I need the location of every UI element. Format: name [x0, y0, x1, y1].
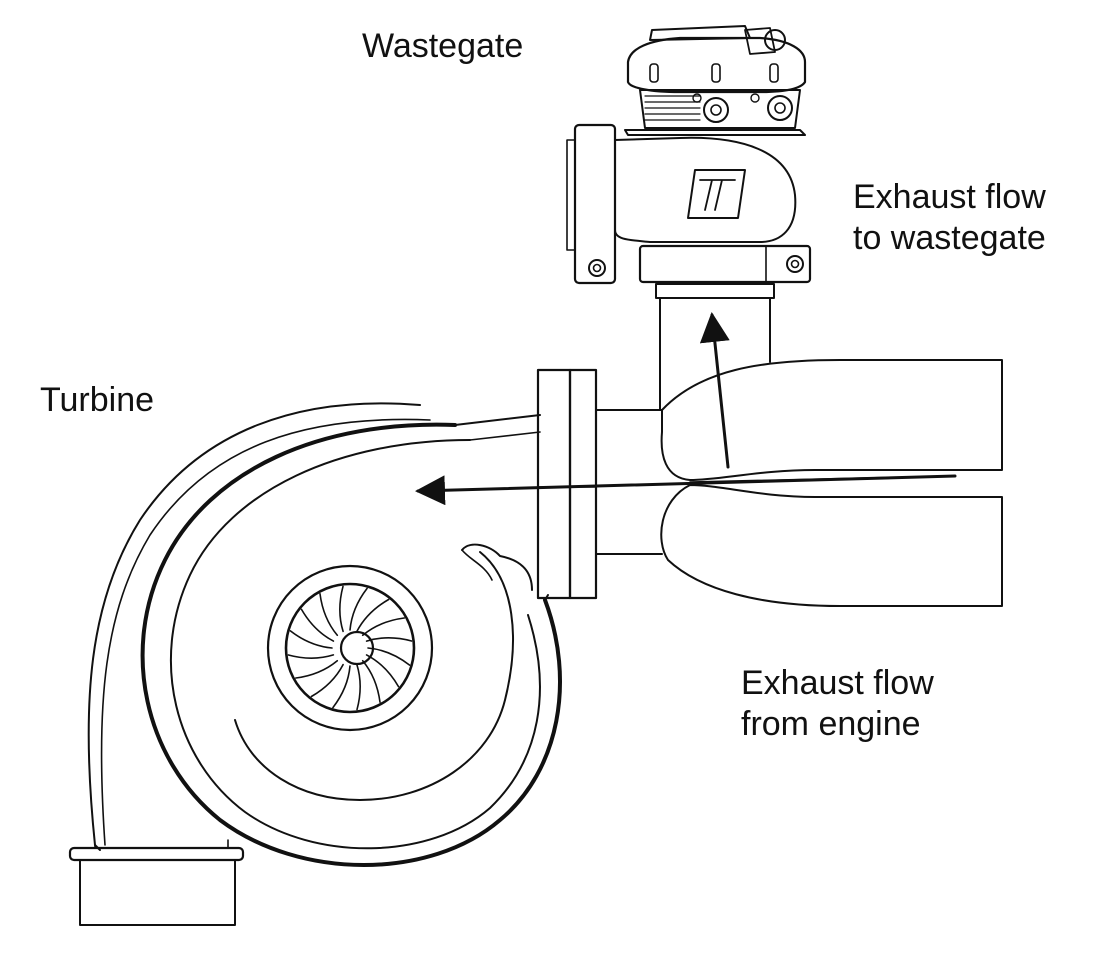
wastegate-valve — [566, 25, 812, 285]
turbine-housing — [87, 402, 562, 867]
turbine-blade — [332, 665, 351, 709]
label-wastegate: Wastegate — [362, 26, 523, 67]
label-turbine-text: Turbine — [40, 381, 155, 419]
label-flow-from-engine-line1: Exhaust flow — [741, 664, 934, 702]
label-flow-to-wastegate-line2: to wastegate — [853, 219, 1046, 257]
turbine-outlet — [68, 839, 245, 926]
label-turbine: Turbine — [40, 380, 154, 421]
flow-arrows — [415, 312, 957, 506]
turbine-blade — [367, 647, 411, 666]
label-flow-to-wastegate: Exhaust flow to wastegate — [853, 177, 1046, 259]
turbine-inlet-flange — [536, 368, 598, 600]
turbine-blade — [356, 663, 361, 711]
turbine-wheel — [266, 564, 434, 732]
turbine-blade — [295, 659, 339, 679]
label-flow-to-wastegate-line1: Exhaust flow — [853, 178, 1046, 216]
turbine-blade — [289, 630, 333, 649]
label-wastegate-text: Wastegate — [362, 27, 524, 65]
turbine-blade — [339, 585, 344, 633]
wastegate-pipe — [655, 283, 775, 411]
turbine-blade — [361, 659, 381, 703]
turbine-blade — [300, 608, 335, 642]
label-flow-from-engine: Exhaust flow from engine — [741, 663, 934, 745]
turbine-blade — [365, 637, 413, 642]
turbine-blade — [287, 654, 335, 659]
turbine-blade — [361, 617, 405, 637]
turbine-blade — [365, 654, 400, 688]
turbine-blade — [349, 587, 368, 631]
turbine-blade — [356, 598, 390, 633]
turbine-blade — [310, 663, 344, 698]
arrow-flow-into-turbine — [415, 474, 957, 506]
turbine-blade — [319, 593, 339, 637]
label-flow-from-engine-line2: from engine — [741, 705, 921, 743]
arrow-flow-to-wastegate — [699, 312, 730, 469]
